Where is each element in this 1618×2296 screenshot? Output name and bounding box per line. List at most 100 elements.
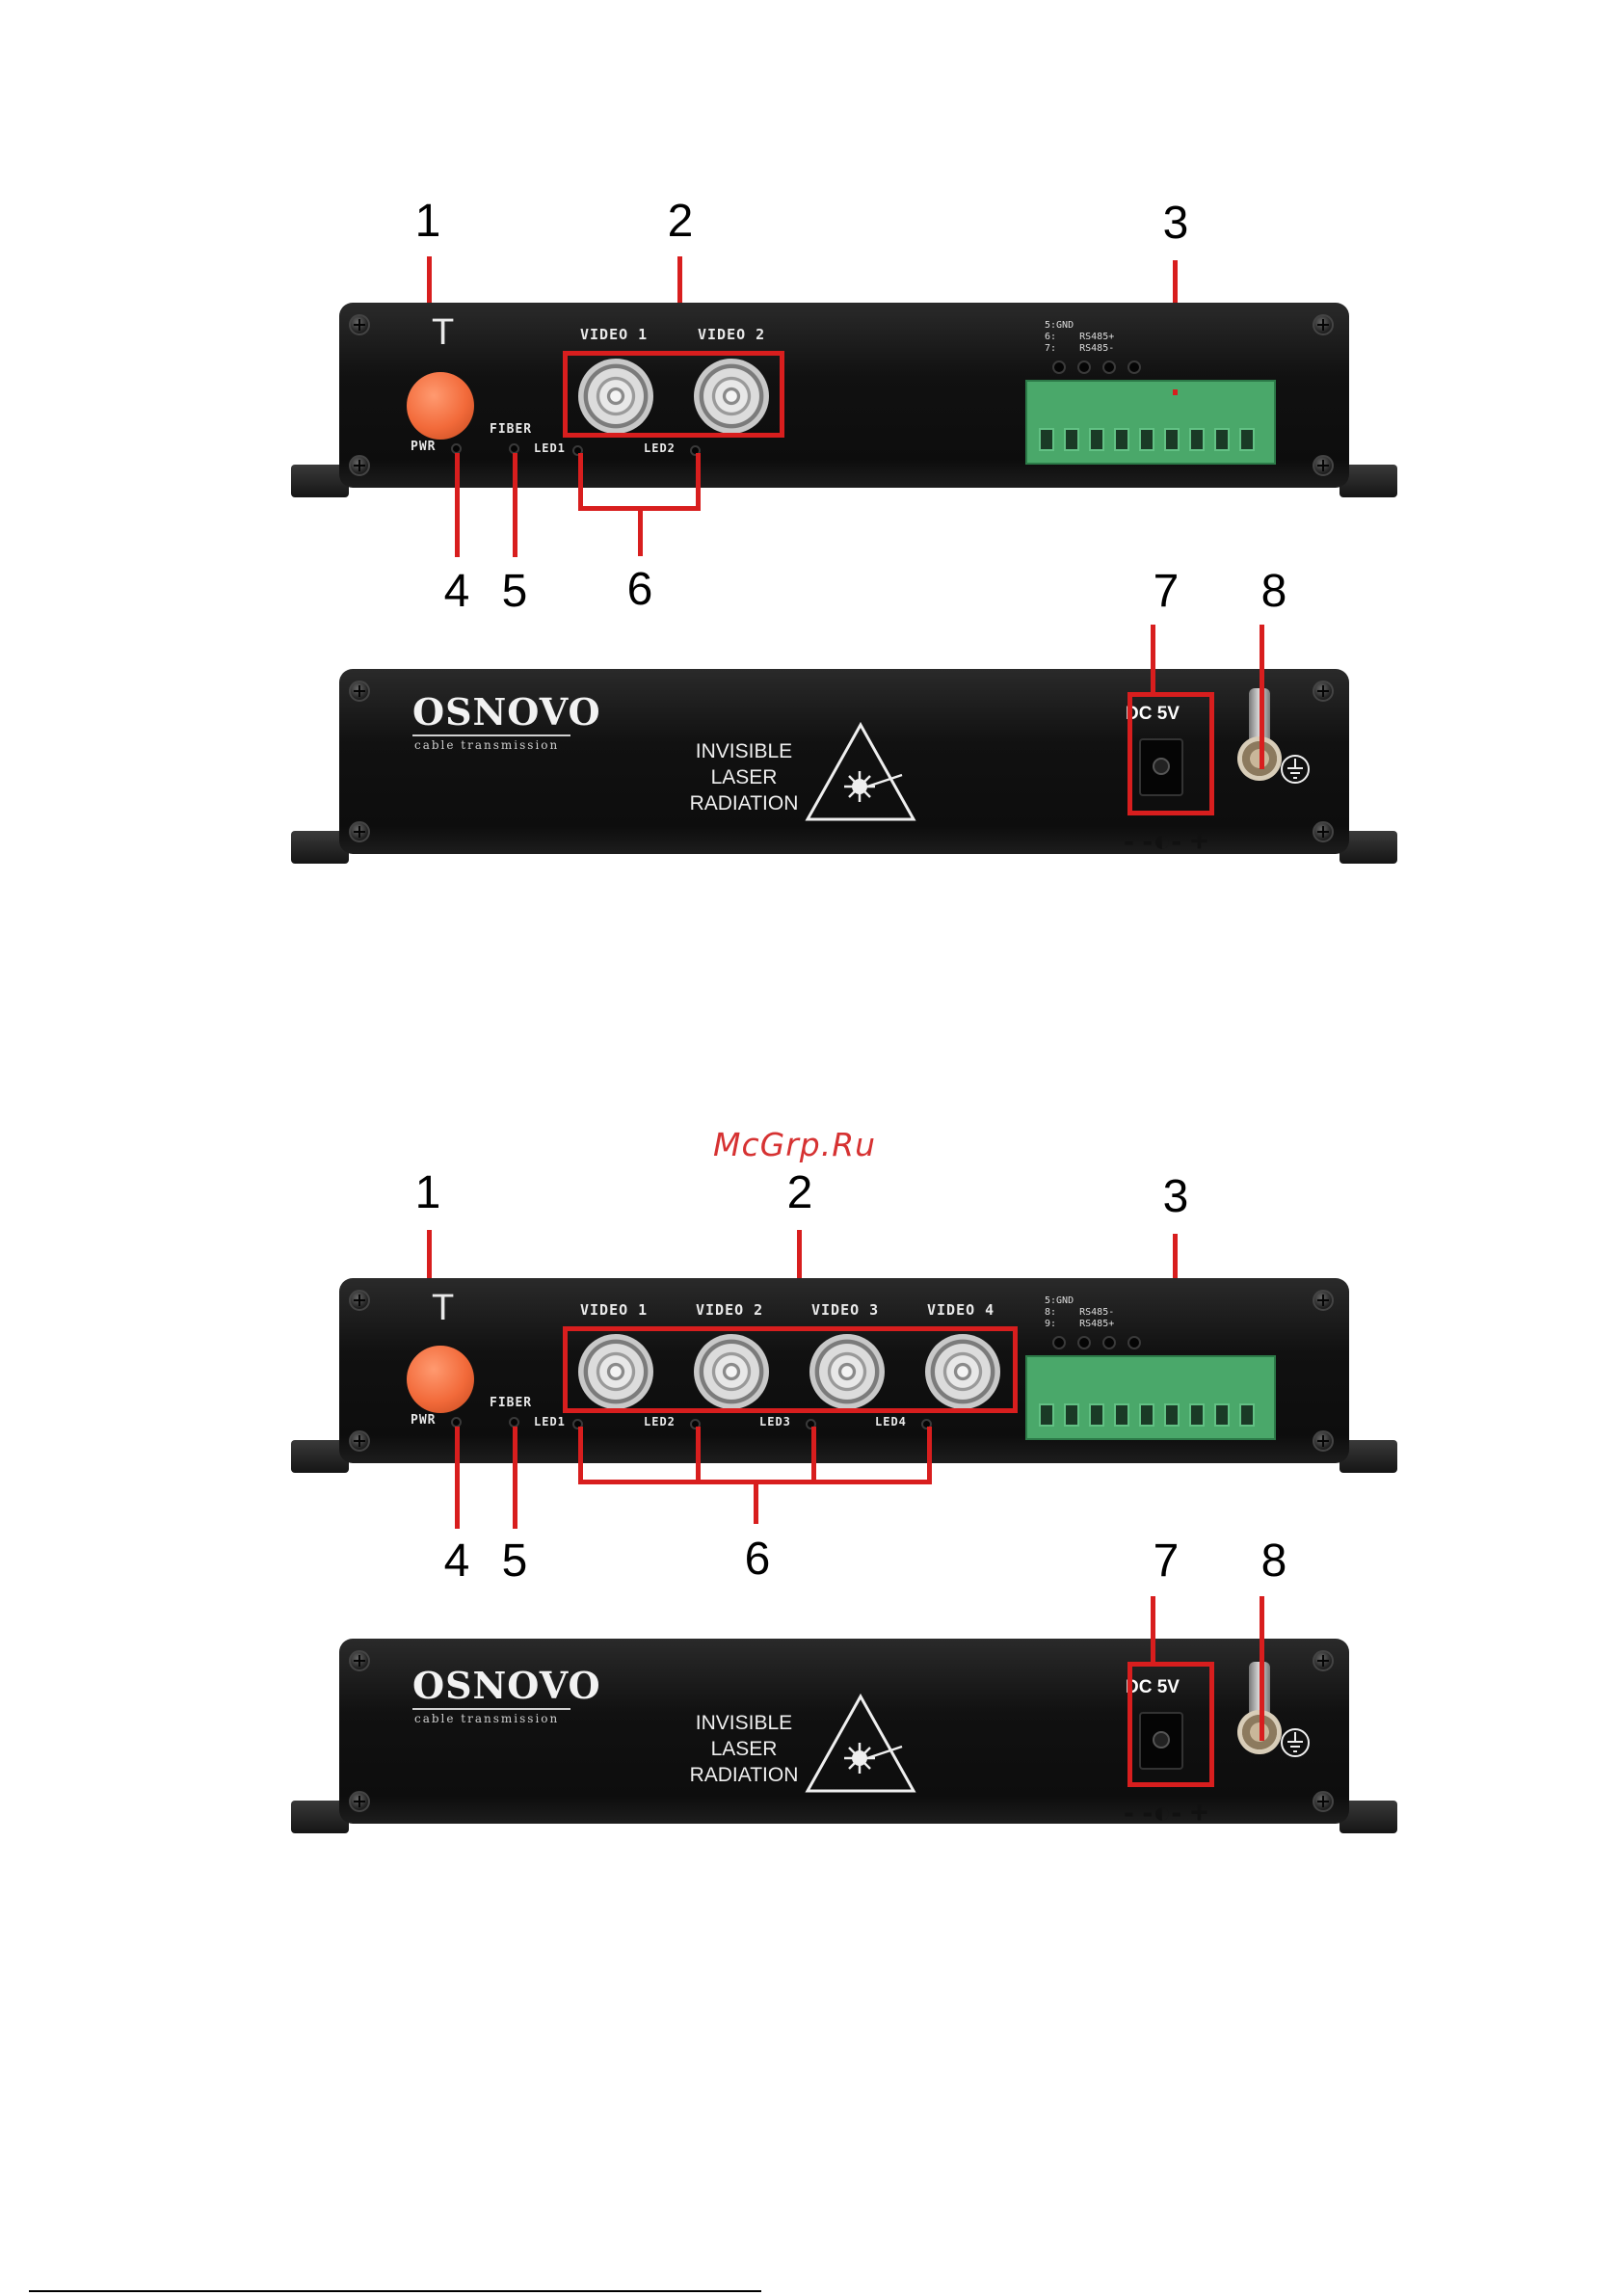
front-panel-4ch: T PWR FIBER LED1 LED2 LED3 LED4 VIDEO 1 …: [291, 1278, 1397, 1473]
dc-power-label: DC 5V: [1126, 704, 1180, 724]
callout-6: 6: [626, 564, 653, 615]
leader-5: [513, 1427, 517, 1529]
video-led: [572, 445, 583, 456]
callout-6: 6: [744, 1534, 771, 1585]
screw-icon: [349, 1791, 370, 1812]
rear-panel-2ch: OSNOVO cable transmission INVISIBLE LASE…: [291, 669, 1397, 864]
led4-label: LED4: [875, 1415, 907, 1428]
screw-icon: [1313, 1290, 1334, 1311]
callout-3: 3: [1162, 1171, 1189, 1222]
brand-logo: OSNOVO: [412, 1664, 601, 1707]
bnc-connector-icon[interactable]: [694, 1334, 769, 1409]
brand-tagline: cable transmission: [414, 1712, 560, 1725]
video-led: [690, 1419, 701, 1429]
ground-icon: [1281, 755, 1310, 784]
leader-6: [638, 506, 643, 556]
leader-4: [455, 453, 460, 557]
screw-icon: [349, 821, 370, 842]
video-label: VIDEO 3: [811, 1301, 880, 1319]
screw-icon: [1313, 455, 1334, 476]
brand-tagline: cable transmission: [414, 738, 560, 752]
screw-icon: [1313, 1791, 1334, 1812]
video-outputs-highlight: [563, 351, 784, 438]
led1-label: LED1: [534, 441, 566, 455]
bnc-connector-icon[interactable]: [694, 359, 769, 434]
terminal-pin-labels: 5:GND 8: RS485- 9: RS485+: [1045, 1295, 1115, 1329]
leader-7: [1151, 625, 1155, 692]
led2-label: LED2: [644, 1415, 676, 1428]
callout-5: 5: [501, 566, 528, 617]
laser-hazard-icon: [805, 1693, 916, 1793]
dc-jack-icon[interactable]: [1139, 1712, 1183, 1770]
rs485-terminal-block[interactable]: [1025, 380, 1276, 465]
callout-4: 4: [443, 1535, 470, 1587]
laser-hazard-icon: [805, 721, 916, 821]
dc-input-highlight: [1127, 1662, 1214, 1787]
dc-power-label: DC 5V: [1126, 1677, 1180, 1697]
callout-2: 2: [667, 196, 694, 247]
leader-5: [513, 453, 517, 557]
brand-logo: OSNOVO: [412, 690, 601, 734]
leader-4: [455, 1427, 460, 1529]
polarity-symbol: - -◐- +: [1124, 1795, 1208, 1829]
pwr-label: PWR: [411, 1413, 437, 1428]
callout-7: 7: [1153, 1535, 1180, 1587]
leader-8: [1260, 625, 1264, 769]
callout-2: 2: [786, 1167, 813, 1218]
screw-icon: [1313, 1650, 1334, 1671]
callout-8: 8: [1260, 1535, 1287, 1587]
test-button[interactable]: [407, 372, 474, 440]
led3-label: LED3: [759, 1415, 791, 1428]
screw-icon: [349, 681, 370, 702]
callout-4: 4: [443, 566, 470, 617]
callout-5: 5: [501, 1535, 528, 1587]
video-led: [921, 1419, 932, 1429]
rear-panel-4ch: OSNOVO cable transmission INVISIBLE LASE…: [291, 1639, 1397, 1833]
video-label: VIDEO 1: [580, 326, 649, 343]
screw-icon: [1313, 681, 1334, 702]
polarity-symbol: - -◐- +: [1124, 823, 1208, 858]
screw-icon: [349, 455, 370, 476]
dc-jack-icon[interactable]: [1139, 738, 1183, 796]
laser-warning-text: INVISIBLE LASER RADIATION: [689, 1712, 799, 1786]
callout-1: 1: [414, 1167, 441, 1218]
terminal-pin-labels: 5:GND 6: RS485+ 7: RS485-: [1045, 320, 1115, 354]
front-panel-2ch: T PWR FIBER LED1 LED2 VIDEO 1 VIDEO 2 5:…: [291, 303, 1397, 497]
video-outputs-highlight: [563, 1326, 1018, 1413]
screw-icon: [1313, 314, 1334, 335]
video-led: [572, 1419, 583, 1429]
bnc-connector-icon[interactable]: [809, 1334, 885, 1409]
screw-icon: [349, 1430, 370, 1452]
button-label: T: [432, 312, 456, 353]
laser-warning-text: INVISIBLE LASER RADIATION: [689, 740, 799, 814]
video-led: [806, 1419, 816, 1429]
callout-7: 7: [1153, 566, 1180, 617]
dc-input-highlight: [1127, 692, 1214, 815]
watermark: McGrp.Ru: [713, 1126, 877, 1163]
leader-7: [1151, 1596, 1155, 1662]
ground-icon: [1281, 1728, 1310, 1757]
video-label: VIDEO 2: [698, 326, 766, 343]
fiber-label: FIBER: [490, 422, 533, 437]
screw-icon: [1313, 821, 1334, 842]
video-label: VIDEO 2: [696, 1301, 764, 1319]
bnc-connector-icon[interactable]: [578, 359, 653, 434]
test-button[interactable]: [407, 1346, 474, 1413]
screw-icon: [349, 1650, 370, 1671]
button-label: T: [432, 1288, 456, 1328]
bnc-connector-icon[interactable]: [925, 1334, 1000, 1409]
callout-1: 1: [414, 196, 441, 247]
led1-label: LED1: [534, 1415, 566, 1428]
pwr-label: PWR: [411, 440, 437, 454]
callout-8: 8: [1260, 566, 1287, 617]
screw-icon: [349, 314, 370, 335]
screw-icon: [349, 1290, 370, 1311]
bnc-connector-icon[interactable]: [578, 1334, 653, 1409]
video-led: [690, 445, 701, 456]
leader-8: [1260, 1596, 1264, 1741]
fiber-label: FIBER: [490, 1396, 533, 1410]
footer-rule: [29, 2290, 761, 2292]
rs485-terminal-block[interactable]: [1025, 1355, 1276, 1440]
callout-3: 3: [1162, 198, 1189, 249]
led2-label: LED2: [644, 441, 676, 455]
